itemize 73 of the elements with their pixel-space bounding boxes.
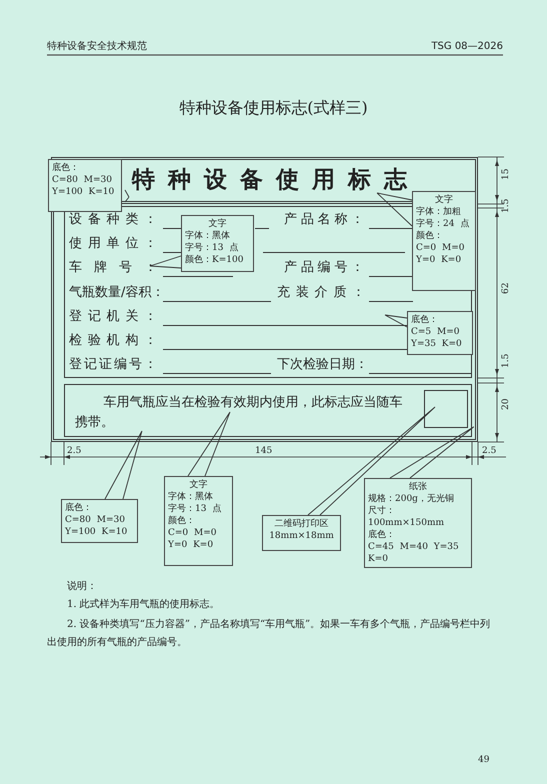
dimension-label: 2.5	[67, 445, 82, 458]
dimension-label: 15	[500, 168, 512, 180]
callout-text: 尺寸：100mm×150mm	[368, 505, 446, 529]
callout-text: 18mm×18mm	[268, 530, 335, 542]
callout-box	[412, 191, 476, 291]
callout-text: 字体：黑体	[168, 491, 214, 503]
callout-text: C=5 M=0 Y=35 K=0	[411, 326, 463, 350]
callout-text: 字体：加粗	[416, 206, 462, 218]
field-label: 检验机构：	[69, 333, 157, 349]
callout-text: C=80 M=30 Y=100 K=10	[65, 514, 128, 538]
callout-box	[407, 311, 473, 355]
callout-text: 文字	[188, 479, 208, 491]
callout-text: 文字	[208, 218, 228, 230]
field-label: 气瓶数量/容积：	[69, 285, 164, 301]
callout-box	[61, 499, 138, 543]
notice-text: 车用气瓶应当在检验有效期内使用，此标志应当随车携带。	[75, 394, 404, 432]
callout-text: 颜色：	[168, 515, 196, 527]
field-label: 产品编号：	[284, 260, 364, 276]
dimension-label: 2.5	[482, 445, 496, 458]
callout-pointer	[188, 412, 230, 476]
page-number: 49	[478, 754, 490, 767]
field-label: 使用单位：	[69, 236, 157, 252]
callout-text: 底色：	[368, 529, 396, 541]
running-header: 特种设备安全技术规范	[47, 40, 147, 54]
callout-box	[181, 215, 254, 272]
callout-pointer	[150, 256, 182, 268]
callout-text: 底色：	[65, 502, 93, 514]
running-header: TSG 08—2026	[430, 40, 503, 54]
field-label: 下次检验日期：	[277, 357, 368, 373]
callout-pointer	[104, 430, 142, 500]
note-text: 说明：	[67, 580, 98, 594]
callout-text: 字号：13 点	[185, 242, 240, 254]
field-label: 充装介质：	[277, 285, 365, 301]
callout-pointer	[124, 190, 130, 202]
callout-text: 字体：黑体	[185, 230, 231, 242]
page-title: 特种设备使用标志(式样三)	[178, 98, 369, 119]
field-label: 产品名称：	[284, 212, 364, 228]
note-text: 1. 此式样为车用气瓶的使用标志。	[67, 598, 221, 612]
callout-pointer	[384, 314, 408, 328]
callout-text: 纸张	[408, 481, 428, 493]
field-label: 设备种类：	[69, 212, 157, 228]
callout-box	[262, 515, 341, 551]
callout-text: C=0 M=0 Y=0 K=0	[168, 527, 218, 551]
sign-title: 特种设备使用标志	[132, 166, 421, 195]
callout-box	[48, 159, 122, 212]
callout-text: C=80 M=30 Y=100 K=10	[52, 174, 116, 198]
callout-text: C=45 M=40 Y=35 K=0	[368, 541, 460, 565]
callout-text: C=0 M=0 Y=0 K=0	[416, 242, 466, 266]
callout-pointer	[376, 192, 412, 226]
notice-panel	[64, 384, 472, 437]
callout-pointer	[308, 406, 436, 516]
callout-text: 底色：	[52, 162, 80, 174]
qr-code-area	[424, 390, 468, 428]
dimension-label: 1.5	[500, 198, 512, 213]
callout-text: 字号：13 点	[168, 503, 222, 515]
dimension-label: 20	[500, 398, 512, 410]
note-text: 2. 设备种类填写“压力容器”，产品名称填写“车用气瓶”。如果一车有多个气瓶，产品编号栏中列出使用的所有气瓶的产品编号。	[47, 618, 492, 650]
dimension-label: 145	[255, 445, 272, 458]
field-label: 登记证编号：	[69, 357, 157, 373]
callout-box	[164, 476, 233, 566]
field-label: 登记机关：	[69, 309, 157, 325]
callout-text: 文字	[434, 194, 454, 206]
callout-text: 底色：	[411, 314, 439, 326]
callout-pointer	[390, 426, 474, 478]
callout-text: 规格：200g，无光铜	[368, 493, 455, 505]
callout-text: 字号：24 点	[416, 218, 470, 230]
callout-text: 二维码打印区	[274, 518, 330, 530]
sign-paper	[51, 157, 478, 442]
dimension-label: 62	[500, 282, 512, 294]
callout-box	[364, 478, 472, 568]
callout-text: 颜色：	[416, 230, 444, 242]
callout-text: 颜色：K=100	[185, 254, 244, 266]
dimension-label: 1.5	[500, 354, 512, 368]
